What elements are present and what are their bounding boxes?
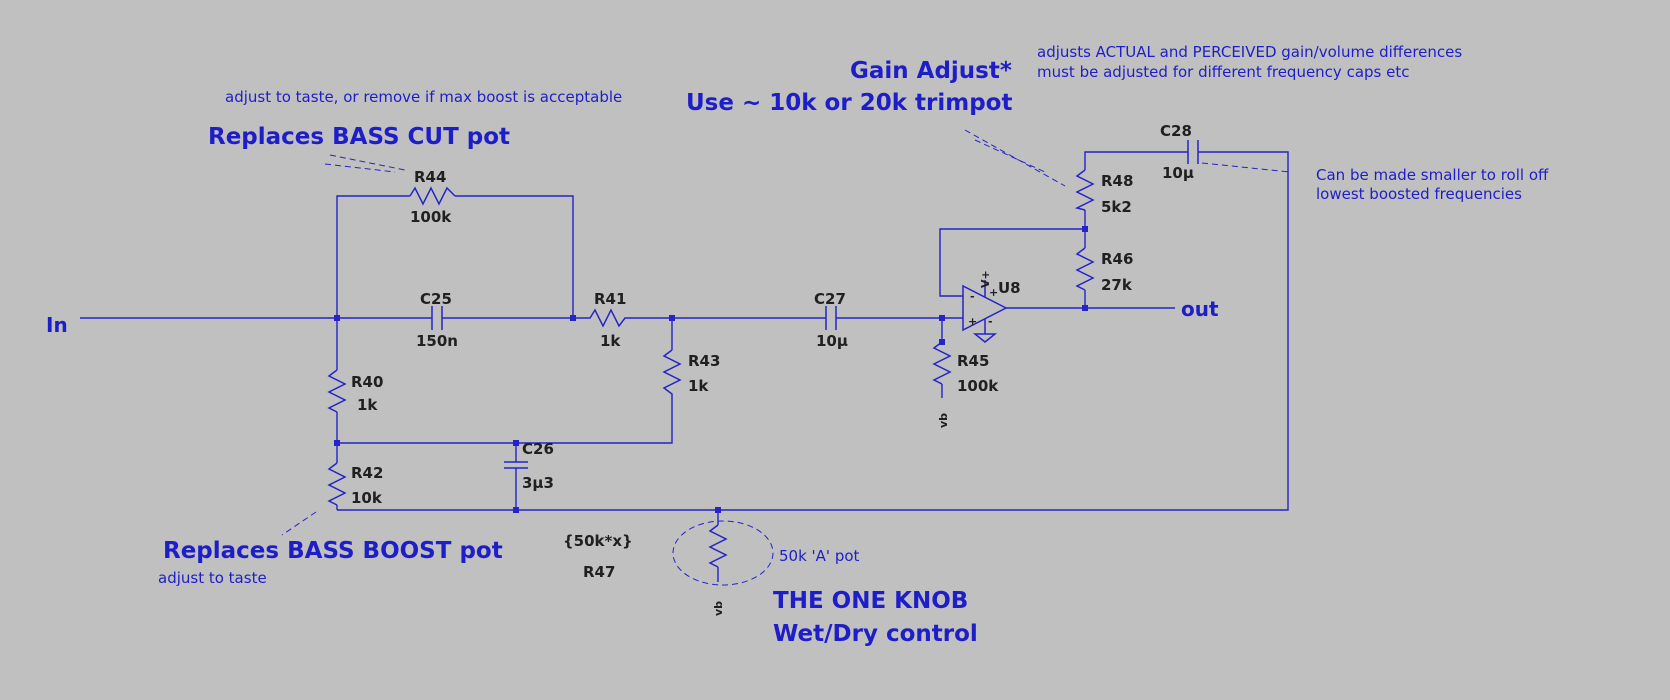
junction-input: [334, 315, 340, 321]
capacitor-c27[interactable]: C27 10µ: [814, 290, 848, 350]
capacitor-c28[interactable]: C28 10µ: [1160, 122, 1199, 182]
c28-note-line1: Can be made smaller to roll off: [1316, 166, 1549, 184]
c28-note-line2: lowest boosted frequencies: [1316, 185, 1522, 203]
junction-output: [1082, 305, 1088, 311]
c25-value: 150n: [416, 332, 458, 350]
capacitor-c26[interactable]: C26 3µ3: [504, 440, 554, 492]
c26-ref: C26: [522, 440, 554, 458]
c28-ref: C28: [1160, 122, 1192, 140]
net-label-out: out: [1181, 297, 1219, 321]
bass-cut-title: Replaces BASS CUT pot: [208, 124, 510, 150]
c27-ref: C27: [814, 290, 846, 308]
annotation-bass-boost: Replaces BASS BOOST pot adjust to taste: [158, 511, 503, 587]
resistor-r45[interactable]: R45 100k vb: [932, 341, 999, 428]
wires: [80, 151, 1289, 582]
gain-title-line1: Gain Adjust*: [850, 58, 1012, 84]
r41-value: 1k: [600, 332, 621, 350]
c27-value: 10µ: [816, 332, 848, 350]
opamp-u8[interactable]: - + + - V+ U8: [960, 270, 1021, 343]
wire-bottom-rail: [337, 151, 1289, 511]
resistor-r48[interactable]: R48 5k2: [1074, 169, 1133, 216]
annotation-pot: 50k 'A' pot THE ONE KNOB Wet/Dry control: [773, 547, 978, 647]
resistor-r44[interactable]: R44 100k: [409, 168, 456, 226]
annotation-gain: Gain Adjust* Use ~ 10k or 20k trimpot ad…: [686, 43, 1462, 187]
r48-value: 5k2: [1101, 198, 1132, 216]
r42-ref: R42: [351, 464, 383, 482]
resistor-r46[interactable]: R46 27k: [1075, 247, 1133, 294]
opamp-plus-supply: +: [989, 286, 998, 299]
one-knob-line1: THE ONE KNOB: [773, 588, 968, 614]
opamp-minus: -: [970, 290, 975, 303]
u8-ref: U8: [998, 279, 1021, 297]
annotation-c28: Can be made smaller to roll off lowest b…: [1201, 162, 1549, 203]
resistor-r41[interactable]: R41 1k: [573, 290, 630, 350]
r48-ref: R48: [1101, 172, 1133, 190]
junction-mid-left: [334, 440, 340, 446]
r42-value: 10k: [351, 489, 383, 507]
opamp-minus-supply: -: [988, 315, 993, 328]
gain-title-line2: Use ~ 10k or 20k trimpot: [686, 90, 1012, 116]
r46-ref: R46: [1101, 250, 1133, 268]
wire-feedback-loop: [939, 228, 1085, 297]
junction-pot: [715, 507, 721, 513]
r43-value: 1k: [688, 377, 709, 395]
junction-opamp-in: [939, 315, 945, 321]
resistor-r43[interactable]: R43 1k: [662, 349, 720, 400]
capacitor-c25[interactable]: C25 150n: [416, 290, 458, 350]
r40-ref: R40: [351, 373, 383, 391]
r46-value: 27k: [1101, 276, 1133, 294]
r47-ref: R47: [583, 563, 615, 581]
opamp-v-plus: V+: [979, 270, 992, 288]
gain-note-line1: adjusts ACTUAL and PERCEIVED gain/volume…: [1037, 43, 1462, 61]
r41-ref: R41: [594, 290, 626, 308]
pot-note: 50k 'A' pot: [779, 547, 860, 565]
wire-r44-loop: [336, 195, 574, 318]
r44-value: 100k: [410, 208, 452, 226]
r47-value: {50k*x}: [563, 532, 633, 550]
wire-mid-node: [337, 400, 673, 444]
pot-supply-label: vb: [712, 601, 725, 616]
annotation-bass-cut: adjust to taste, or remove if max boost …: [208, 88, 622, 173]
r44-ref: R44: [414, 168, 446, 186]
junction-r43: [669, 315, 675, 321]
wire-c28-left: [1084, 151, 1188, 170]
potentiometer-r47[interactable]: {50k*x} R47 vb: [563, 520, 774, 616]
c26-value: 3µ3: [522, 474, 554, 492]
bass-cut-note: adjust to taste, or remove if max boost …: [225, 88, 622, 106]
r43-ref: R43: [688, 352, 720, 370]
one-knob-line2: Wet/Dry control: [773, 621, 978, 647]
c25-ref: C25: [420, 290, 452, 308]
bass-boost-note: adjust to taste: [158, 569, 267, 587]
net-label-in: In: [46, 313, 68, 337]
junction-c26-bottom: [513, 507, 519, 513]
c28-value: 10µ: [1162, 164, 1194, 182]
r40-value: 1k: [357, 396, 378, 414]
resistor-r42[interactable]: R42 10k: [327, 462, 383, 507]
r45-supply-label: vb: [937, 413, 950, 428]
resistor-r40[interactable]: R40 1k: [327, 369, 383, 414]
opamp-plus: +: [968, 315, 977, 328]
r45-ref: R45: [957, 352, 989, 370]
junction-c26-top: [513, 440, 519, 446]
gain-note-line2: must be adjusted for different frequency…: [1037, 63, 1409, 81]
junction-r48: [1082, 226, 1088, 232]
r45-value: 100k: [957, 377, 999, 395]
bass-boost-title: Replaces BASS BOOST pot: [163, 538, 503, 564]
